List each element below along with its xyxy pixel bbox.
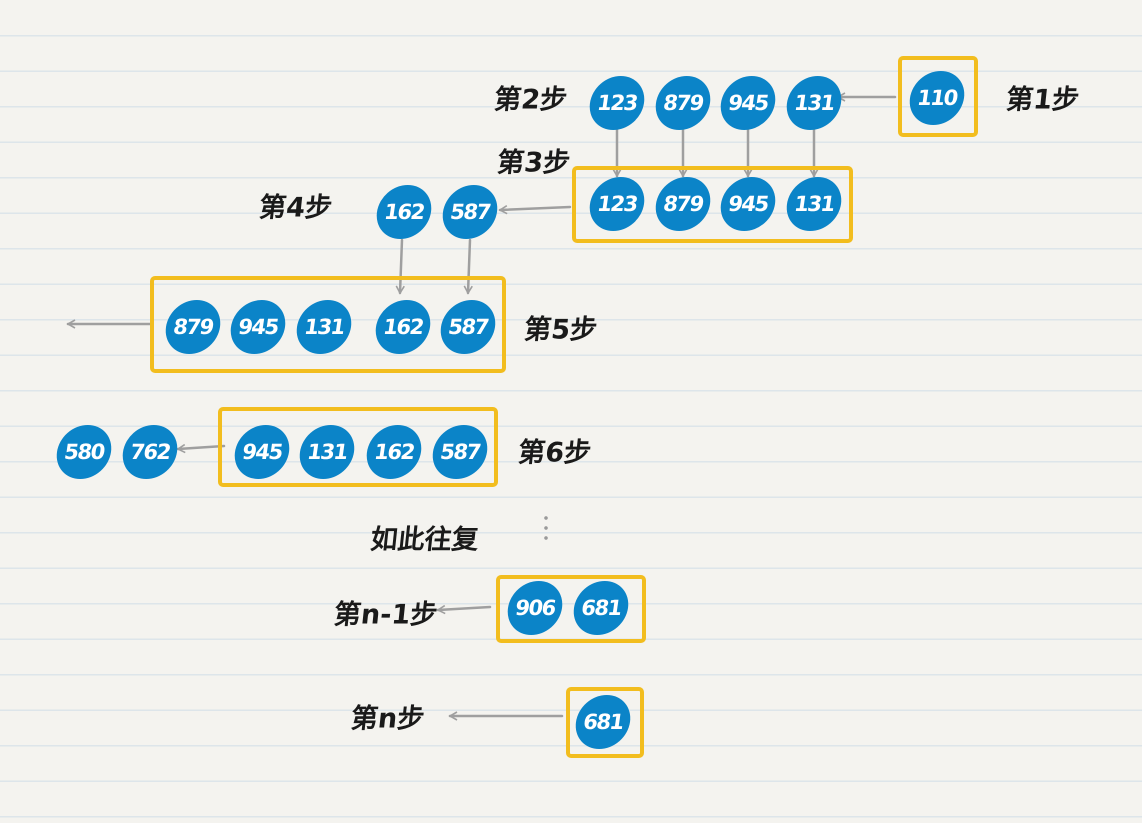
label-step-n: 第n步 — [349, 703, 426, 735]
label-step6: 第6步 — [516, 437, 593, 469]
arrow-step4-to-step5-a — [395, 238, 405, 295]
frame-step-n-1 — [496, 575, 646, 643]
arrow-dequeue-step-n-1 — [436, 604, 492, 615]
frame-step1 — [898, 56, 978, 137]
arrow-dequeue-step6 — [176, 443, 226, 454]
label-step-n-1: 第n-1步 — [332, 599, 439, 631]
ellipsis-dots — [544, 513, 548, 543]
label-step5: 第5步 — [522, 314, 599, 346]
label-step4: 第4步 — [257, 192, 334, 224]
label-step1: 第1步 — [1004, 84, 1081, 116]
frame-step5 — [150, 276, 506, 373]
label-step3: 第3步 — [495, 147, 572, 179]
frame-step3 — [572, 166, 853, 243]
label-ellipsis: 如此往复 — [369, 524, 481, 556]
frame-step-n — [566, 687, 644, 758]
arrow-step3-to-step4 — [498, 205, 572, 215]
label-step2: 第2步 — [492, 84, 569, 116]
frame-step6 — [218, 407, 498, 487]
arrow-step4-to-step5-b — [463, 238, 473, 295]
